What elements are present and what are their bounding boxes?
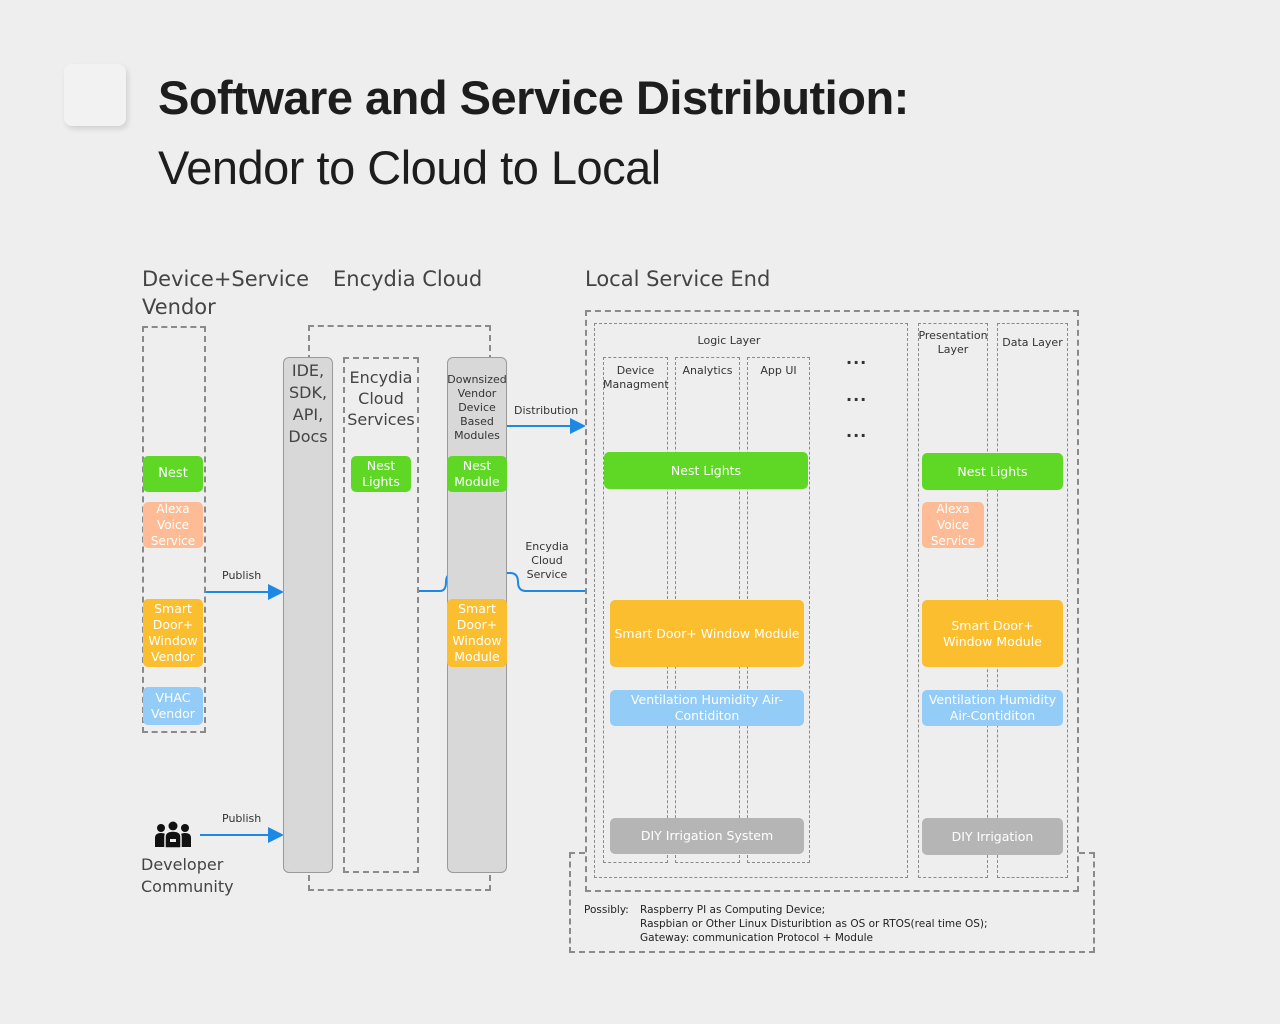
ide-sdk-api-docs-label: IDE, SDK, API, Docs <box>288 361 328 446</box>
pres-smart-door-module: Smart Door+ Window Module <box>922 600 1063 667</box>
data-layer-label: Data Layer <box>1002 336 1063 349</box>
pres-diy-irrigation: DIY Irrigation <box>922 818 1063 855</box>
column-header-local: Local Service End <box>585 267 771 291</box>
app-ui-label: App UI <box>760 364 797 377</box>
logic-nest-lights: Nest Lights <box>604 452 808 489</box>
notes-line-2: Raspbian or Other Linux Disturibtion as … <box>640 918 988 930</box>
logic-smart-door-module: Smart Door+ Window Module <box>610 600 804 667</box>
encydia-cloud-service-label: Encydia Cloud Service <box>525 540 569 581</box>
logic-ventilation: Ventilation Humidity Air-Contiditon <box>610 690 804 726</box>
logo-placeholder <box>64 64 126 126</box>
publish-bottom-label: Publish <box>222 812 262 825</box>
logic-layer-container <box>594 323 908 878</box>
pres-alexa-voice-service: Alexa Voice Service <box>922 502 984 548</box>
downsized-modules-title: Downsized Vendor Device Based Modules <box>447 373 507 442</box>
pres-ventilation: Ventilation Humidity Air-Contiditon <box>922 690 1063 726</box>
cloud-services-container <box>343 357 419 873</box>
pres-nest-lights: Nest Lights <box>922 453 1063 490</box>
notes-line-3: Gateway: communication Protocol + Module <box>640 932 873 944</box>
vendor-vhac: VHAC Vendor <box>143 687 203 725</box>
cloud-smart-door-module: Smart Door+ Window Module <box>447 599 507 667</box>
notes-line-1: Raspberry PI as Computing Device; <box>640 904 826 916</box>
developer-community-label: Developer Community <box>141 855 234 896</box>
more-columns-ellipsis-3: ... <box>846 422 868 441</box>
page-title: Software and Service Distribution: <box>158 71 909 124</box>
column-header-vendor: Device+Service Vendor <box>142 267 310 319</box>
notes-prefix: Possibly: <box>584 904 629 916</box>
more-columns-ellipsis-2: ... <box>846 386 868 405</box>
analytics-label: Analytics <box>682 364 733 377</box>
column-header-cloud: Encydia Cloud <box>333 267 483 291</box>
publish-top-label: Publish <box>222 569 262 582</box>
logic-diy-irrigation: DIY Irrigation System <box>610 818 804 854</box>
more-columns-ellipsis-1: ... <box>846 349 868 368</box>
logic-layer-label: Logic Layer <box>697 334 761 347</box>
vendor-smart-door-window: Smart Door+ Window Vendor <box>143 599 203 667</box>
device-management-label: Device Managment <box>603 364 669 391</box>
cloud-nest-lights: Nest Lights <box>351 456 411 492</box>
page-subtitle: Vendor to Cloud to Local <box>158 141 661 194</box>
ide-sdk-api-docs-bar <box>283 357 333 873</box>
presentation-layer-label: Presentation Layer <box>918 329 988 356</box>
cloud-services-title: Encydia Cloud Services <box>347 368 415 429</box>
vendor-nest: Nest <box>143 456 203 492</box>
cloud-nest-module: Nest Module <box>447 456 507 492</box>
distribution-label: Distribution <box>514 404 579 417</box>
people-group-icon <box>155 821 191 849</box>
vendor-alexa-voice-service: Alexa Voice Service <box>143 502 203 548</box>
